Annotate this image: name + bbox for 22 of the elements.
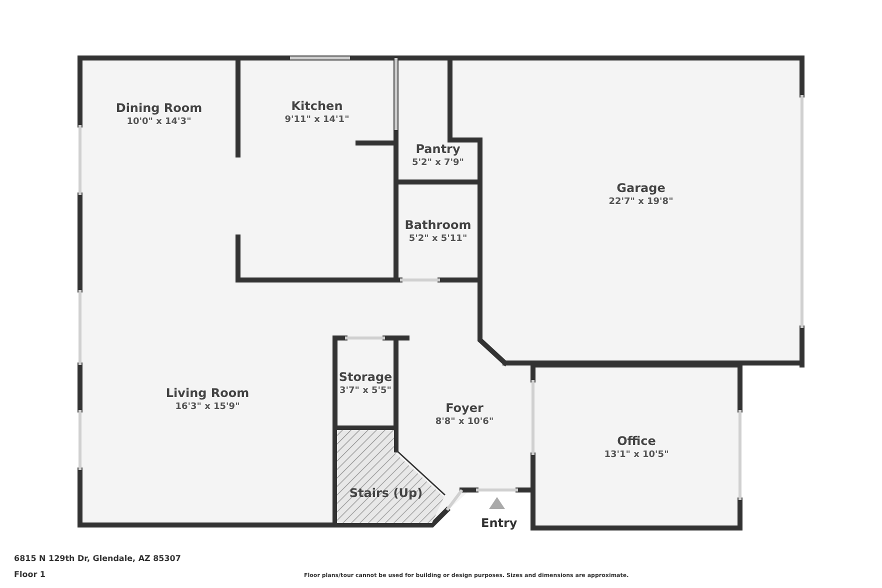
room-dimensions: 5'2" x 5'11": [408, 234, 468, 244]
room-dimensions: 8'8" x 10'6": [435, 417, 494, 427]
room-name: Kitchen: [291, 99, 343, 113]
room-dimensions: 10'0" x 14'3": [126, 117, 192, 127]
entry-label: Entry: [481, 516, 518, 530]
room-dimensions: 22'7" x 19'8": [608, 197, 674, 207]
address-text: 6815 N 129th Dr, Glendale, AZ 85307: [14, 554, 181, 563]
floor-label: Floor 1: [14, 570, 46, 579]
room-name: Storage: [338, 370, 392, 384]
room-name: Dining Room: [116, 101, 202, 115]
room-name: Pantry: [416, 142, 460, 156]
room-dimensions: 5'2" x 7'9": [412, 158, 464, 168]
room-dimensions: 13'1" x 10'5": [604, 450, 669, 460]
room-dimensions: 9'11" x 14'1": [284, 115, 350, 125]
room-name: Bathroom: [404, 218, 472, 232]
room-dimensions: 16'3" x 15'9": [175, 402, 240, 412]
room-dimensions: 3'7" x 5'5": [339, 386, 392, 396]
room-name: Office: [617, 434, 656, 448]
room-name: Garage: [616, 181, 666, 195]
room-name: Foyer: [446, 401, 484, 415]
room-name: Living Room: [166, 386, 250, 400]
room-name: Stairs (Up): [349, 486, 423, 500]
